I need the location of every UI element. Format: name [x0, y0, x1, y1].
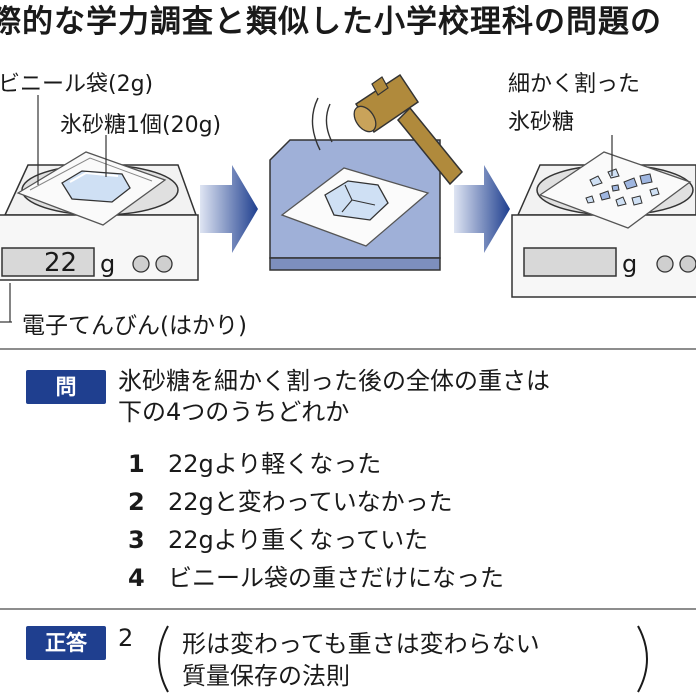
sugar-cube-icon — [61, 170, 131, 203]
bag-with-crushed-sugar — [538, 151, 692, 229]
choice-text: 22gより重くなっていた — [168, 526, 429, 554]
scale-button-icon — [155, 255, 173, 273]
arrow-right-icon — [200, 165, 258, 253]
scale-button-icon — [656, 255, 674, 273]
arrow-right-icon — [454, 165, 510, 253]
answer-badge: 正答 — [26, 626, 106, 660]
choice-text: ビニール袋の重さだけになった — [168, 564, 504, 592]
page-title: 際的な学力調査と類似した小学校理科の問題の — [0, 4, 662, 40]
scale-label: 電子てんびん(はかり) — [22, 313, 247, 339]
crushed-sugar-label-line1: 細かく割った — [508, 72, 641, 97]
choice-item: 2 22gと変わっていなかった — [128, 482, 453, 517]
bag-on-board — [280, 167, 430, 247]
divider — [0, 348, 696, 350]
choice-number: 1 — [128, 450, 145, 478]
choice-item: 3 22gより重くなっていた — [128, 520, 428, 555]
answer-line1: 形は変わっても重さは変わらない — [182, 630, 540, 658]
scale-unit-right: g — [622, 250, 638, 278]
answer-line2: 質量保存の法則 — [182, 662, 350, 690]
choice-item: 4 ビニール袋の重さだけになった — [128, 558, 504, 593]
bag-label: ビニール袋(2g) — [0, 72, 154, 97]
sugar-label: 氷砂糖1個(20g) — [60, 113, 222, 138]
choice-number: 2 — [128, 488, 145, 516]
choice-number: 4 — [128, 564, 145, 592]
bag-with-sugar — [16, 151, 167, 226]
scale-button-icon — [679, 255, 696, 273]
experiment-diagram — [0, 73, 696, 323]
scale-reading: 22 — [44, 248, 78, 278]
divider — [0, 608, 696, 610]
left-paren-icon — [158, 625, 169, 693]
question-line1: 氷砂糖を細かく割った後の全体の重さは — [118, 367, 550, 395]
hammer-icon — [311, 73, 464, 186]
question-line2: 下の4つのうちどれか — [118, 398, 350, 426]
choice-number: 3 — [128, 526, 145, 554]
choice-text: 22gと変わっていなかった — [168, 488, 453, 516]
scale-display-left — [1, 247, 95, 277]
choice-item: 1 22gより軽くなった — [128, 444, 381, 479]
scale-unit-left: g — [100, 250, 116, 278]
crushed-sugar-label-line2: 氷砂糖 — [508, 110, 575, 135]
question-badge: 問 — [26, 370, 106, 404]
right-paren-icon — [637, 625, 648, 693]
scale-display-right — [523, 247, 617, 277]
scale-button-icon — [132, 255, 150, 273]
answer-number: 2 — [118, 624, 134, 652]
choice-text: 22gより軽くなった — [168, 450, 382, 478]
